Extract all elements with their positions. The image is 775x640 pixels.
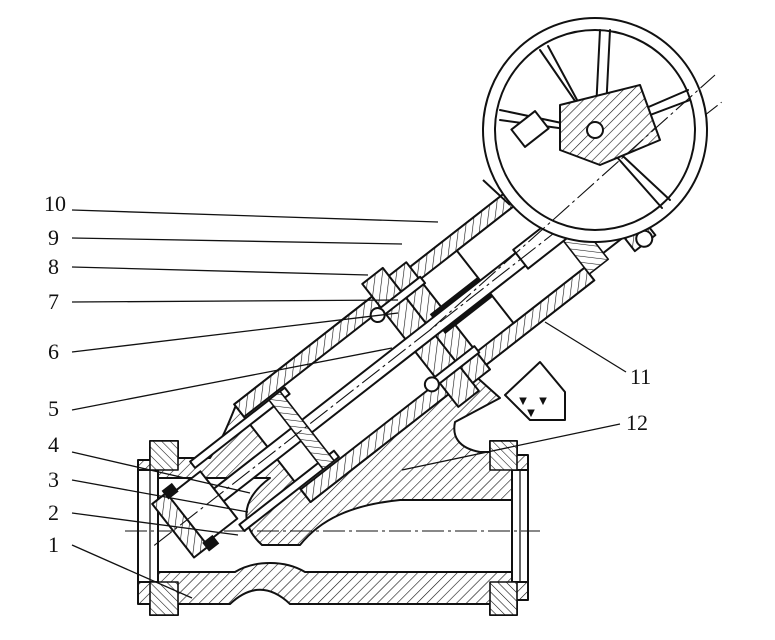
leader-line-1 <box>71 544 193 599</box>
callout-4: 4 <box>48 432 59 457</box>
callout-6: 6 <box>48 339 59 364</box>
leader-line-9 <box>71 237 403 245</box>
callout-2: 2 <box>48 500 59 525</box>
leader-lines <box>71 209 627 599</box>
handwheel <box>429 17 716 331</box>
leader-line-6 <box>71 312 399 353</box>
callout-8: 8 <box>48 254 59 279</box>
callout-10: 10 <box>44 191 66 216</box>
leader-line-2 <box>71 512 239 536</box>
callout-labels: 1 2 3 4 5 6 7 8 9 10 11 12 <box>44 191 651 557</box>
mounting-bracket <box>504 361 566 421</box>
leader-line-5 <box>71 347 393 411</box>
callout-1: 1 <box>48 532 59 557</box>
callout-3: 3 <box>48 467 59 492</box>
leader-line-10 <box>71 209 439 223</box>
callout-7: 7 <box>48 289 59 314</box>
leader-line-11 <box>544 321 627 373</box>
callout-11: 11 <box>630 364 651 389</box>
leader-line-7 <box>71 299 399 303</box>
callout-12: 12 <box>626 410 648 435</box>
leader-line-8 <box>71 266 369 276</box>
leader-line-12 <box>401 423 621 471</box>
callout-5: 5 <box>48 396 59 421</box>
leader-line-4 <box>71 451 251 494</box>
callout-9: 9 <box>48 225 59 250</box>
leader-line-3 <box>71 479 249 513</box>
